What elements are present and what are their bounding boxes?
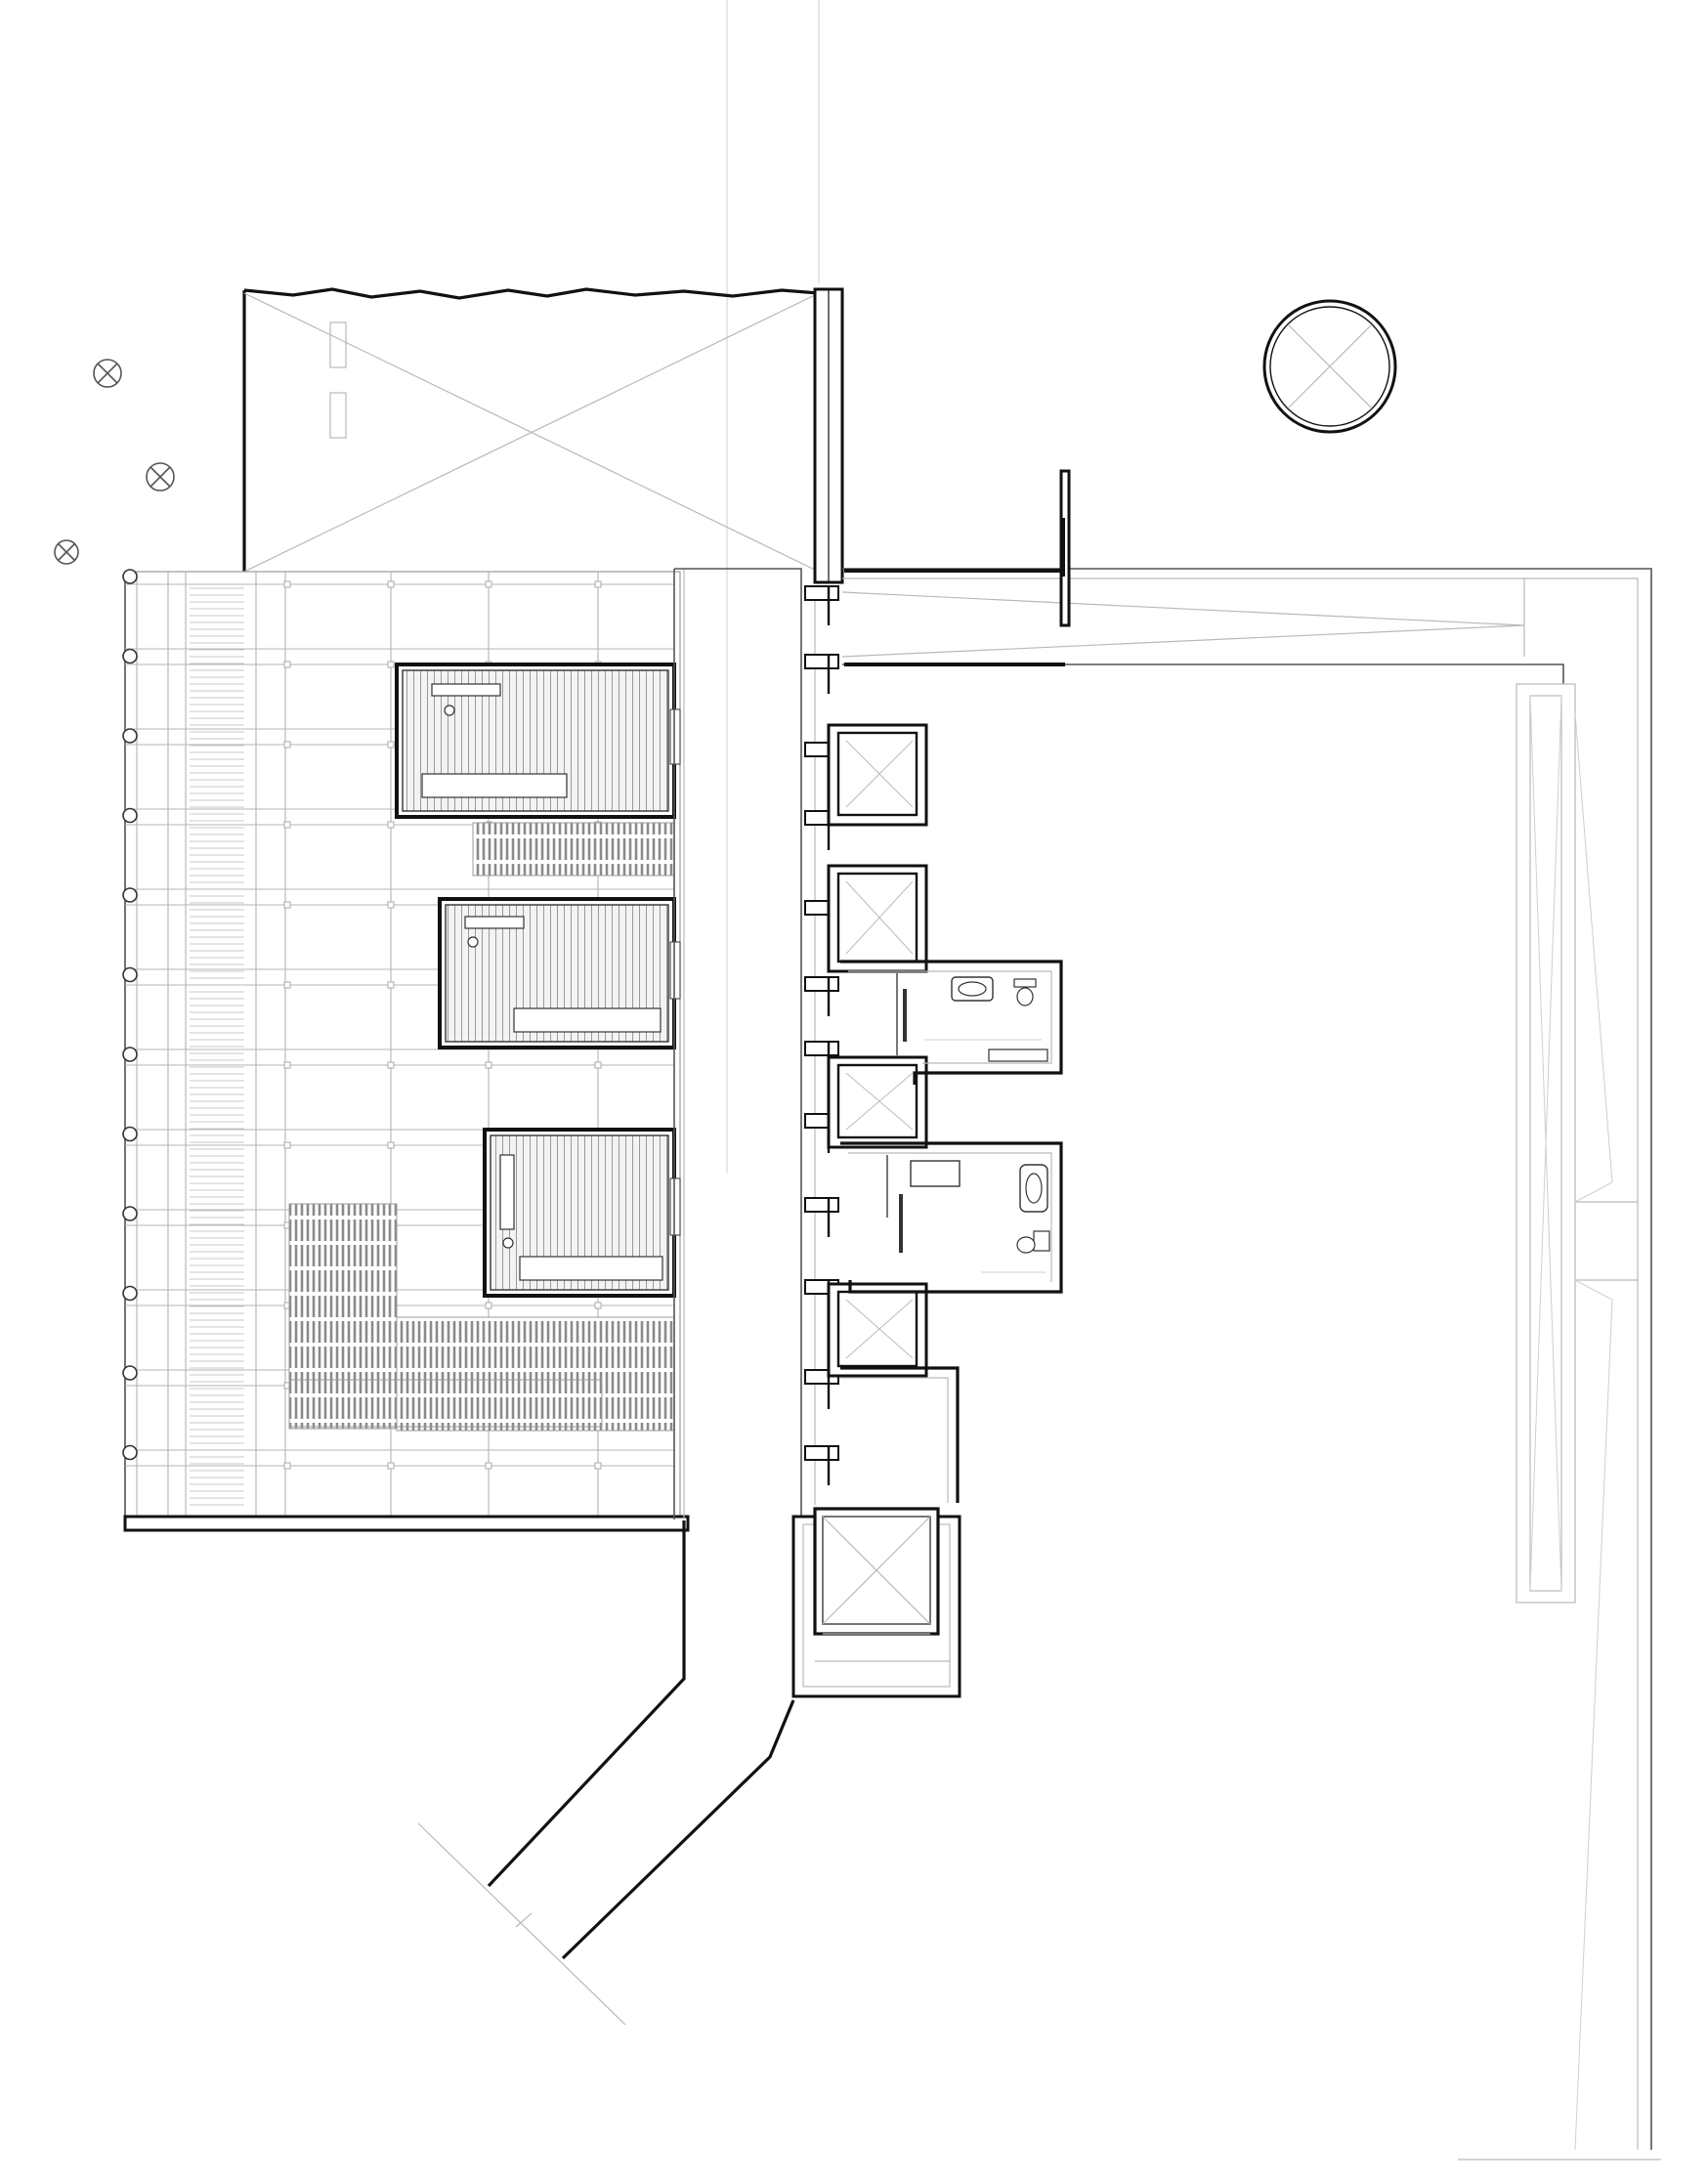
shaft-diagonal	[845, 740, 914, 808]
beam-node	[283, 580, 291, 588]
beam-node	[594, 580, 602, 588]
beam-node	[283, 741, 291, 749]
central-corridor	[673, 568, 816, 1519]
facade-post	[122, 1444, 138, 1461]
beam-node	[594, 1302, 602, 1309]
pod-middle	[438, 897, 681, 1049]
column-marker	[54, 539, 79, 565]
shaft-inner-wall	[836, 872, 918, 963]
facade-post	[122, 887, 138, 903]
exterior-column-markers	[54, 359, 175, 565]
upper-canopy	[242, 287, 820, 573]
service-shaft	[827, 1282, 928, 1378]
access-ramp	[417, 1520, 795, 2026]
beam-node	[387, 741, 395, 749]
column-marker	[146, 462, 175, 492]
shaft-diagonal	[845, 1072, 914, 1131]
column-marker	[93, 359, 122, 388]
beam-node	[387, 580, 395, 588]
service-shafts	[827, 723, 928, 1378]
facade-post	[122, 1365, 138, 1381]
facade-posts	[122, 569, 138, 1461]
bottom-slab	[123, 1515, 690, 1532]
beam-node	[485, 580, 492, 588]
facade-post	[122, 1285, 138, 1302]
lower-service-room	[840, 1366, 960, 1503]
facade-post	[122, 728, 138, 744]
tree-circle	[1262, 299, 1397, 434]
beam-node	[387, 1462, 395, 1470]
beam-node	[387, 1141, 395, 1149]
facade-post	[122, 1126, 138, 1142]
beam-node	[485, 1061, 492, 1069]
service-shaft	[827, 723, 928, 827]
beam-node	[387, 981, 395, 989]
shaft-diagonal	[845, 880, 914, 955]
beam-node	[387, 1061, 395, 1069]
beam-node	[283, 1462, 291, 1470]
stair-elevator-core	[791, 1507, 961, 1698]
beam-node	[283, 1061, 291, 1069]
beam-node	[283, 1141, 291, 1149]
main-column-wall	[813, 287, 844, 584]
beam-node	[594, 1462, 602, 1470]
strip-notch	[804, 1197, 839, 1213]
pod-upper	[395, 663, 681, 819]
facade-post	[122, 569, 138, 584]
north-guide-lines	[726, 0, 820, 1173]
beam-node	[485, 1462, 492, 1470]
strip-notch	[804, 654, 839, 669]
beam-node	[283, 661, 291, 668]
seating-blocks	[288, 822, 675, 1432]
beam-node	[387, 821, 395, 829]
strip-notch	[804, 585, 839, 601]
service-shaft	[827, 864, 928, 973]
facade-post	[122, 648, 138, 664]
shaft-diagonal	[845, 1299, 914, 1359]
beam-node	[387, 661, 395, 668]
service-shaft	[827, 1055, 928, 1149]
facade-post	[122, 966, 138, 983]
beam-node	[283, 821, 291, 829]
beam-node	[594, 1061, 602, 1069]
pod-lower	[483, 1128, 681, 1298]
beam-node	[485, 1302, 492, 1309]
strip-notch	[804, 1445, 839, 1461]
facade-post	[122, 807, 138, 824]
strip-notch	[804, 976, 839, 992]
beam-node	[283, 981, 291, 989]
facade-post	[122, 1206, 138, 1221]
bathroom-lower	[840, 1141, 1063, 1294]
facade-post	[122, 1047, 138, 1062]
beam-node	[283, 901, 291, 909]
beam-node	[387, 901, 395, 909]
right-frame	[841, 469, 1661, 2161]
bathroom-upper	[840, 960, 1063, 1085]
strip-notch	[804, 1041, 839, 1056]
